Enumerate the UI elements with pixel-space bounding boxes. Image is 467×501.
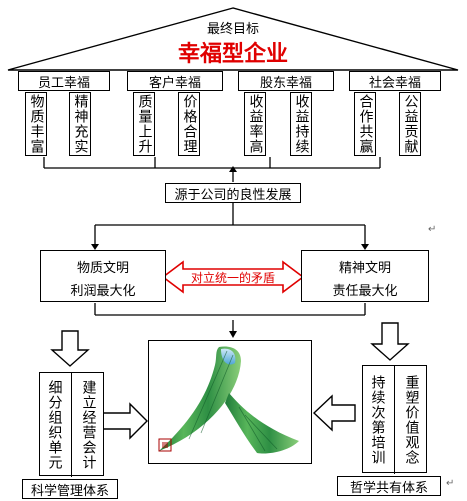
item-material-rich: 物质丰富 <box>25 92 47 156</box>
item-quality-up: 质量上升 <box>133 92 155 156</box>
material-line2: 利润最大化 <box>70 283 136 299</box>
employee-happiness-header: 员工幸福 <box>18 71 110 91</box>
goal-label: 最终目标 <box>206 21 259 37</box>
right-item-values: 重塑价值观念 <box>403 375 420 465</box>
shareholder-happiness-header: 股东幸福 <box>238 71 334 91</box>
scientific-management-label: 科学管理体系 <box>22 479 118 499</box>
contradiction-label: 对立统一的矛盾 <box>190 270 275 285</box>
person-character-graphic <box>158 346 299 454</box>
item-price-fair: 价格合理 <box>178 92 200 156</box>
return-mark-1: ↵ <box>428 224 437 235</box>
right-divider <box>394 366 396 474</box>
bamboo-person-image <box>148 340 312 464</box>
customer-happiness-header: 客户幸福 <box>127 71 223 91</box>
left-item-subdivide: 细分组织单元 <box>46 380 63 470</box>
item-sustained-return: 收益持续 <box>290 92 312 156</box>
item-public-welfare: 公益贡献 <box>399 92 421 156</box>
spiritual-line1: 精神文明 <box>338 260 391 276</box>
item-high-return: 收益率高 <box>244 92 266 156</box>
philosophy-system-label: 哲学共有体系 <box>337 476 441 496</box>
return-mark-2: ↵ <box>446 478 455 489</box>
left-system-box: 细分组织单元 建立经营会计 <box>39 372 104 477</box>
enterprise-title: 幸福型企业 <box>177 42 288 67</box>
material-line1: 物质文明 <box>76 260 129 276</box>
right-item-training: 持续次第培训 <box>369 375 386 465</box>
item-spiritual-full: 精神充实 <box>69 92 91 156</box>
item-win-win: 合作共赢 <box>354 92 376 156</box>
right-system-box: 持续次第培训 重塑价值观念 <box>362 365 427 474</box>
left-divider <box>71 373 73 477</box>
society-happiness-header: 社会幸福 <box>349 71 441 91</box>
source-box: 源于公司的良性发展 <box>165 183 301 203</box>
left-item-accounting: 建立经营会计 <box>80 380 97 470</box>
material-civilization-box: 物质文明 利润最大化 <box>40 250 166 302</box>
spiritual-civilization-box: 精神文明 责任最大化 <box>301 250 429 302</box>
spiritual-line2: 责任最大化 <box>332 283 398 299</box>
